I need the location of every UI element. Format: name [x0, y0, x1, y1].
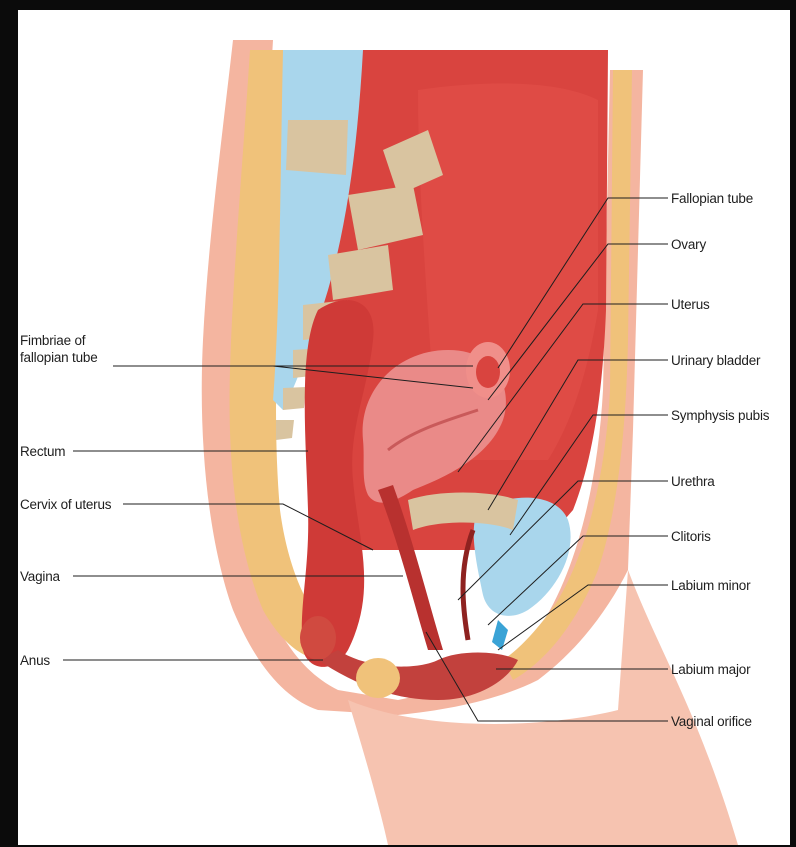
label-vagina: Vagina — [20, 568, 60, 585]
label-fimbriae: Fimbriae of fallopian tube — [20, 332, 130, 366]
label-urethra: Urethra — [671, 473, 715, 490]
clitoris-shape — [492, 620, 508, 650]
label-uterus: Uterus — [671, 296, 710, 313]
label-rectum: Rectum — [20, 443, 65, 460]
anal-sphincter — [300, 616, 336, 660]
diagram-canvas: Fimbriae of fallopian tube Rectum Cervix… — [18, 10, 790, 845]
label-cervix-of-uterus: Cervix of uterus — [20, 496, 111, 513]
label-labium-minor: Labium minor — [671, 577, 750, 594]
label-fallopian-tube: Fallopian tube — [671, 190, 753, 207]
label-urinary-bladder: Urinary bladder — [671, 352, 760, 369]
label-clitoris: Clitoris — [671, 528, 711, 545]
label-labium-major: Labium major — [671, 661, 750, 678]
label-symphysis-pubis: Symphysis pubis — [671, 407, 769, 424]
label-ovary: Ovary — [671, 236, 706, 253]
label-vaginal-orifice: Vaginal orifice — [671, 713, 752, 730]
label-anus: Anus — [20, 652, 50, 669]
